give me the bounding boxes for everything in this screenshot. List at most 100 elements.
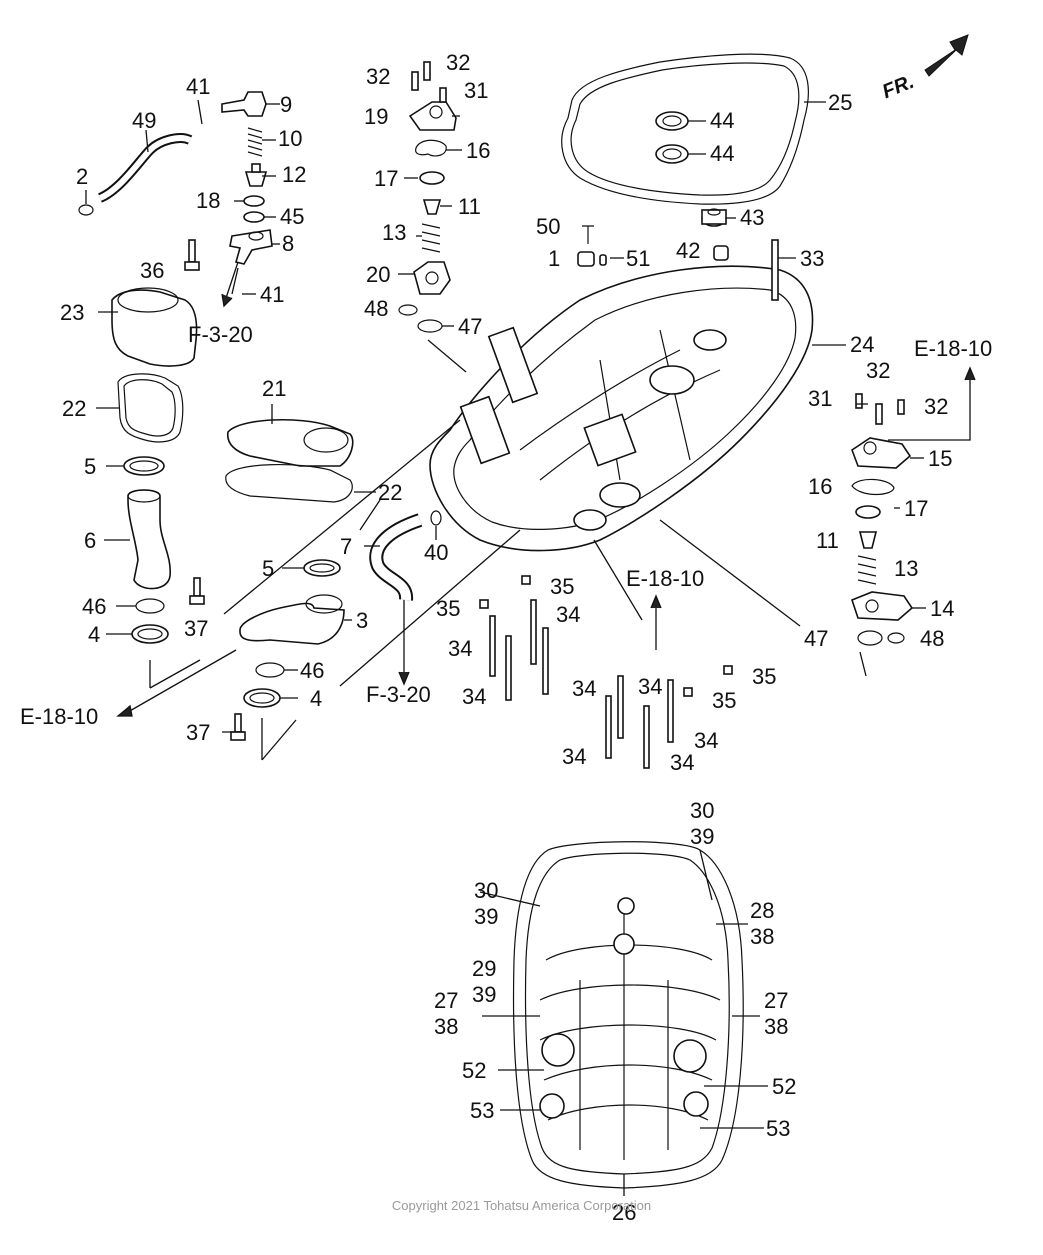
callout-25: 25: [828, 90, 852, 115]
callout-38-right-top: 38: [750, 924, 774, 949]
callout-8: 8: [282, 231, 294, 256]
part-11-thermostat-top: [422, 199, 442, 215]
callout-19: 19: [364, 104, 388, 129]
callout-16-right: 16: [808, 474, 832, 499]
callout-32-c: 32: [866, 358, 890, 383]
part-37-bolt-left: [189, 577, 205, 605]
part-40-clip: [430, 510, 442, 526]
copyright-notice: Copyright 2021 Tohatsu America Corporati…: [391, 1198, 652, 1213]
part-46-oring-center: [255, 662, 285, 678]
callout-21: 21: [262, 376, 286, 401]
callout-34-c: 34: [462, 684, 486, 709]
callout-29: 29: [472, 956, 496, 981]
callout-53-left: 53: [470, 1098, 494, 1123]
callout-32-d: 32: [924, 394, 948, 419]
callout-32-a: 32: [366, 64, 390, 89]
callout-14: 14: [930, 596, 954, 621]
callout-48-top: 48: [364, 296, 388, 321]
callout-53-right: 53: [766, 1116, 790, 1141]
ref-f3-20-left: F-3-20: [188, 322, 253, 347]
part-26-block-bottom-view: [512, 841, 744, 1189]
callout-10: 10: [278, 126, 302, 151]
part-12-thermostat: [244, 163, 268, 187]
callout-50: 50: [536, 214, 560, 239]
part-31-32-bolts-right: [855, 393, 905, 425]
callout-12: 12: [282, 162, 306, 187]
part-44-oil-seals: [655, 111, 689, 164]
part-5-seal-left: [123, 456, 165, 476]
callout-34-e: 34: [638, 674, 662, 699]
callout-2: 2: [76, 164, 88, 189]
callout-39-left: 39: [474, 904, 498, 929]
callout-41: 41: [186, 74, 210, 99]
callout-34-a: 34: [556, 602, 580, 627]
part-11-thermostat-right: [858, 531, 878, 549]
callout-51: 51: [626, 246, 650, 271]
part-22-gasket-right: [225, 464, 353, 503]
callout-6: 6: [84, 528, 96, 553]
callout-41-lower: 41: [260, 282, 284, 307]
callout-31-right: 31: [808, 386, 832, 411]
callout-47-right: 47: [804, 626, 828, 651]
callout-48-right: 48: [920, 626, 944, 651]
callout-16-top: 16: [466, 138, 490, 163]
part-8-cover: [229, 229, 273, 265]
callout-44-a: 44: [710, 108, 734, 133]
callout-17-right: 17: [904, 496, 928, 521]
callout-7: 7: [340, 534, 352, 559]
part-15-cover: [851, 437, 912, 469]
part-20-base: [413, 261, 451, 295]
callout-47-top: 47: [458, 314, 482, 339]
ref-f3-20-center: F-3-20: [366, 682, 431, 707]
callout-39-top: 39: [690, 824, 714, 849]
callout-13-top: 13: [382, 220, 406, 245]
callout-45: 45: [280, 204, 304, 229]
callout-32-b: 32: [446, 50, 470, 75]
part-21-cover: [226, 419, 354, 467]
callout-13-right: 13: [894, 556, 918, 581]
part-22-gasket-left: [117, 373, 184, 443]
part-19-cover: [408, 101, 457, 131]
callout-27-right: 27: [764, 988, 788, 1013]
callout-46-left: 46: [82, 594, 106, 619]
reference-arrows: [116, 261, 976, 717]
part-6-elbow: [127, 489, 171, 590]
callout-40: 40: [424, 540, 448, 565]
callout-35-c: 35: [752, 664, 776, 689]
part-16-gasket-right: [851, 478, 895, 496]
callout-22-right: 22: [378, 480, 402, 505]
callout-42: 42: [676, 238, 700, 263]
part-23-housing: [111, 287, 198, 367]
callouts: 41 9 49 10 2 12 18 45 8 36 41 23 22 5 6 …: [60, 50, 954, 1225]
part-3-elbow: [239, 594, 345, 645]
callout-36: 36: [140, 258, 164, 283]
callout-20: 20: [366, 262, 390, 287]
callout-24: 24: [850, 332, 874, 357]
part-32-31-bolts-top: [411, 61, 447, 103]
part-2-clip: [78, 204, 94, 216]
part-24-cylinder-block: [429, 265, 814, 552]
callout-31-top: 31: [464, 78, 488, 103]
callout-34-b: 34: [448, 636, 472, 661]
front-direction-indicator: FR.: [879, 34, 969, 103]
part-18-45-washers: [243, 195, 265, 223]
front-label: FR.: [879, 71, 917, 103]
callout-37-center: 37: [186, 720, 210, 745]
callout-34-d: 34: [572, 676, 596, 701]
part-5-seal-center: [303, 559, 341, 577]
callout-34-h: 34: [670, 750, 694, 775]
callout-1: 1: [548, 246, 560, 271]
ref-e18-10-left: E-18-10: [20, 704, 98, 729]
callout-23: 23: [60, 300, 84, 325]
callout-44-b: 44: [710, 141, 734, 166]
callout-49: 49: [132, 108, 156, 133]
part-13-spring-right: [857, 555, 877, 585]
part-37-bolt-center: [230, 713, 246, 741]
callout-52-right: 52: [772, 1074, 796, 1099]
part-7-hose: [369, 513, 423, 601]
callout-4-center: 4: [310, 686, 322, 711]
callout-33: 33: [800, 246, 824, 271]
callout-35-a: 35: [550, 574, 574, 599]
callout-30-top: 30: [690, 798, 714, 823]
